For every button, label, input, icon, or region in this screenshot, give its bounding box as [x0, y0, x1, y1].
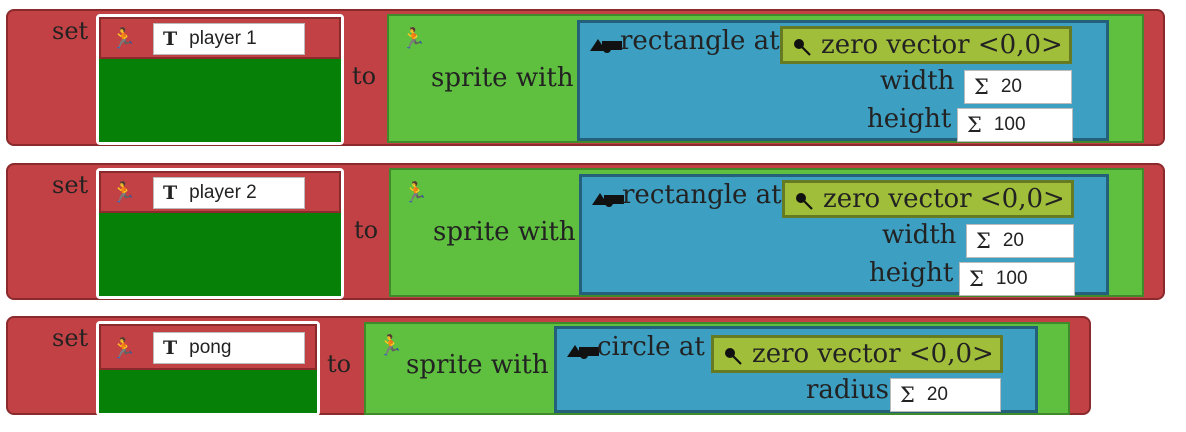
sprite-tail [1038, 326, 1066, 413]
number-type-icon: Σ [974, 75, 989, 99]
number-type-icon: Σ [969, 267, 984, 291]
runner-icon: 🏃 [111, 180, 136, 204]
variable-name-field[interactable]: T pong [153, 332, 305, 364]
pin-icon [796, 193, 813, 210]
rectangle-shape-icon [592, 193, 624, 207]
circle-shape-icon [567, 345, 599, 359]
vector-label: zero vector <0,0> [821, 30, 1063, 60]
set-block-player-2[interactable]: set 🏃 T player 2 to 🏃 sprite with rectan… [6, 163, 1165, 300]
set-keyword: set [52, 324, 89, 352]
sprite-with-label: sprite with [431, 63, 574, 93]
width-value: 20 [1000, 76, 1022, 97]
variable-name-text: player 2 [189, 182, 257, 203]
variable-slot[interactable]: 🏃 T player 2 [96, 168, 344, 299]
variable-body [99, 370, 317, 413]
text-type-icon: T [163, 337, 178, 359]
to-keyword: to [354, 216, 379, 244]
variable-name-field[interactable]: T player 2 [153, 177, 305, 209]
vector-label: zero vector <0,0> [823, 184, 1065, 214]
height-label: height [869, 258, 954, 288]
zero-vector-block[interactable]: zero vector <0,0> [780, 26, 1072, 64]
runner-icon: 🏃 [378, 333, 403, 357]
sprite-with-label: sprite with [406, 350, 549, 380]
sprite-with-block[interactable]: 🏃 sprite with circle at zero vector <0,0… [364, 322, 1070, 415]
sprite-tail [1109, 20, 1141, 141]
variable-name-text: pong [189, 337, 232, 358]
width-label: width [882, 220, 957, 250]
sprite-with-block[interactable]: 🏃 sprite with rectangle at zero vector <… [387, 14, 1144, 143]
variable-header: 🏃 T player 2 [99, 171, 341, 213]
to-keyword: to [327, 350, 352, 378]
sprite-with-label: sprite with [433, 217, 576, 247]
text-type-icon: T [163, 28, 178, 50]
height-number-field[interactable]: Σ 100 [957, 108, 1073, 142]
number-type-icon: Σ [976, 229, 991, 253]
shape-label: rectangle at [622, 180, 782, 210]
zero-vector-block[interactable]: zero vector <0,0> [782, 180, 1074, 218]
set-block-pong[interactable]: set 🏃 T pong to 🏃 sprite with circle at [6, 316, 1091, 416]
to-keyword: to [352, 62, 377, 90]
shape-label: rectangle at [620, 26, 780, 56]
pin-icon [794, 39, 811, 56]
runner-icon: 🏃 [111, 336, 136, 360]
pin-icon [725, 348, 742, 365]
variable-slot[interactable]: 🏃 T pong [96, 321, 320, 416]
width-number-field[interactable]: Σ 20 [966, 224, 1074, 258]
radius-number-field[interactable]: Σ 20 [890, 378, 1001, 412]
rectangle-shape-block[interactable]: rectangle at zero vector <0,0> width Σ 2… [577, 20, 1109, 142]
radius-value: 20 [926, 384, 948, 405]
set-keyword: set [52, 17, 89, 45]
number-type-icon: Σ [967, 113, 982, 137]
circle-shape-block[interactable]: circle at zero vector <0,0> radius Σ 20 [554, 326, 1038, 413]
number-type-icon: Σ [900, 383, 915, 407]
rectangle-shape-icon [590, 39, 622, 53]
text-type-icon: T [163, 182, 178, 204]
runner-icon: 🏃 [111, 26, 136, 50]
height-label: height [867, 104, 952, 134]
shape-label: circle at [597, 332, 705, 362]
runner-icon: 🏃 [403, 180, 428, 204]
height-value: 100 [993, 114, 1026, 135]
runner-icon: 🏃 [401, 26, 426, 50]
set-block-player-1[interactable]: set 🏃 T player 1 to 🏃 sprite with rectan… [6, 9, 1165, 146]
vector-label: zero vector <0,0> [752, 339, 994, 369]
variable-name-field[interactable]: T player 1 [153, 23, 305, 55]
variable-body [99, 59, 341, 142]
variable-body [99, 213, 341, 296]
height-value: 100 [995, 268, 1028, 289]
sprite-with-block[interactable]: 🏃 sprite with rectangle at zero vector <… [389, 168, 1144, 297]
variable-slot[interactable]: 🏃 T player 1 [96, 14, 344, 145]
sprite-tail [1109, 174, 1141, 295]
variable-name-text: player 1 [189, 28, 257, 49]
variable-header: 🏃 T pong [99, 324, 317, 370]
variable-header: 🏃 T player 1 [99, 17, 341, 59]
height-number-field[interactable]: Σ 100 [959, 262, 1075, 296]
rectangle-shape-block[interactable]: rectangle at zero vector <0,0> width Σ 2… [579, 174, 1109, 296]
set-keyword: set [52, 171, 89, 199]
zero-vector-block[interactable]: zero vector <0,0> [711, 335, 1003, 373]
width-number-field[interactable]: Σ 20 [964, 70, 1072, 104]
width-value: 20 [1002, 230, 1024, 251]
radius-label: radius [806, 375, 889, 405]
width-label: width [880, 66, 955, 96]
